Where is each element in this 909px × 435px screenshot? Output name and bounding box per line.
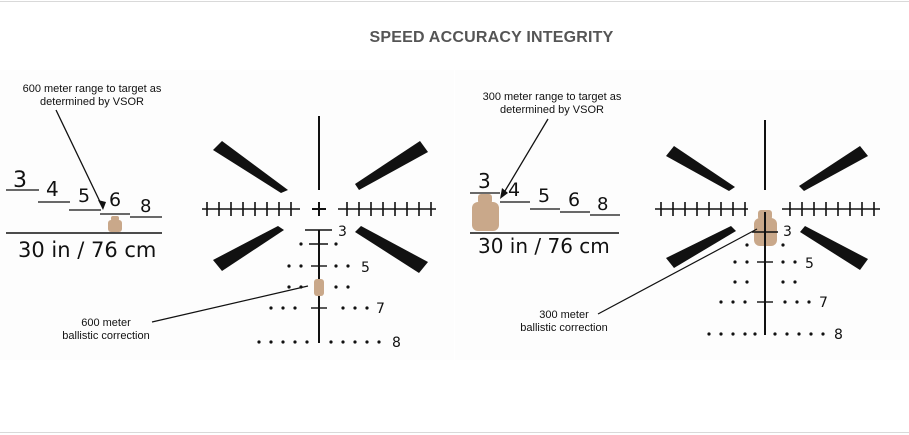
- reticle: [655, 120, 880, 336]
- correction-note-line-2: ballistic correction: [62, 330, 149, 342]
- reticle-number-5: 5: [361, 260, 370, 276]
- correction-note-line-1: 600 meter: [81, 317, 131, 329]
- scale-number-8: 8: [597, 194, 608, 215]
- correction-note-line-1: 300 meter: [539, 309, 589, 321]
- correction-note-line-2: ballistic correction: [520, 322, 607, 334]
- reticle-number-7: 7: [819, 295, 828, 311]
- reticle-number-8: 8: [834, 327, 843, 343]
- stadia-scale: [6, 189, 162, 234]
- scale-number-3: 3: [13, 168, 27, 193]
- reticle-number-3: 3: [783, 224, 792, 240]
- left-diagram: 600 meter range to target as determined …: [6, 83, 436, 351]
- range-note-line-1: 600 meter range to target as: [23, 83, 162, 95]
- correction-pointer: [151, 285, 309, 323]
- range-note-line-1: 300 meter range to target as: [483, 91, 622, 103]
- stadia-scale: [470, 192, 620, 234]
- bottom-divider: [0, 432, 909, 433]
- range-pointer-arrowhead: [500, 188, 508, 199]
- scale-number-3: 3: [478, 169, 491, 193]
- right-diagram: 300 meter range to target as determined …: [470, 91, 880, 343]
- page-title: SPEED ACCURACY INTEGRITY: [369, 29, 614, 46]
- range-pointer-arrowhead: [98, 200, 106, 210]
- target-silhouette-300m: [472, 194, 499, 231]
- measure-label: 30 in / 76 cm: [478, 234, 610, 258]
- scale-number-5: 5: [78, 185, 90, 207]
- range-note-line-2: determined by VSOR: [500, 104, 604, 116]
- range-note-line-2: determined by VSOR: [40, 96, 144, 108]
- top-divider: [0, 1, 909, 2]
- measure-label: 30 in / 76 cm: [18, 238, 156, 262]
- reticle: [202, 116, 436, 344]
- reticle-number-7: 7: [376, 301, 385, 317]
- scale-number-4: 4: [46, 177, 59, 201]
- scale-number-6: 6: [109, 189, 121, 211]
- correction-pointer: [597, 228, 758, 315]
- reticle-number-8: 8: [392, 335, 401, 351]
- scale-number-6: 6: [568, 189, 580, 211]
- target-silhouette-600m: [108, 216, 122, 232]
- left-panel: 600 meter range to target as determined …: [0, 70, 454, 360]
- range-pointer: [501, 118, 549, 197]
- scale-number-8: 8: [140, 196, 151, 217]
- range-pointer: [55, 109, 104, 209]
- scale-number-4: 4: [508, 179, 520, 201]
- scale-number-5: 5: [538, 185, 550, 207]
- right-panel: 300 meter range to target as determined …: [455, 70, 909, 360]
- reticle-number-5: 5: [805, 256, 814, 272]
- reticle-number-3: 3: [338, 224, 347, 240]
